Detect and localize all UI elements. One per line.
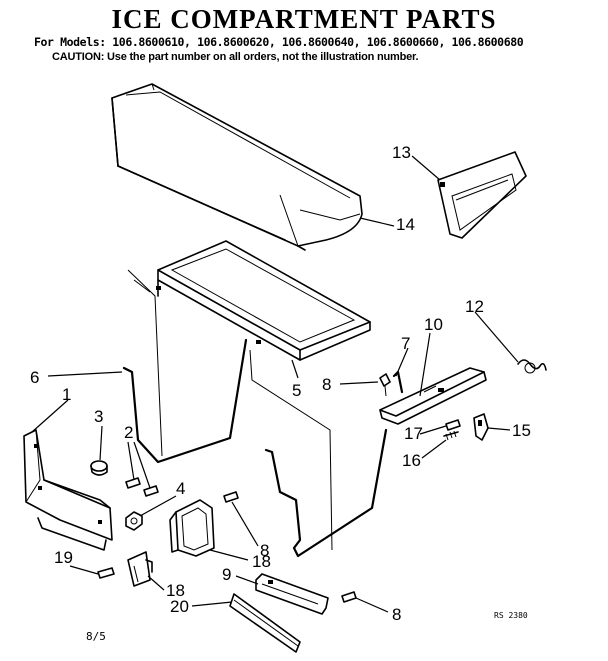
footer-left-code: 8/5 <box>86 630 106 643</box>
spring-part-14 <box>517 359 547 374</box>
rod-right <box>264 428 388 558</box>
panel-part-15 <box>437 151 527 239</box>
diagram-title: ICE COMPARTMENT PARTS <box>111 4 497 34</box>
pin-part-13 <box>445 419 461 431</box>
caution-line: CAUTION: Use the part number on all orde… <box>52 51 419 63</box>
models-line: For Models: 106.8600610, 106.8600620, 10… <box>34 35 524 49</box>
label-3: 3 <box>94 407 103 426</box>
label-17: 18 <box>252 552 271 571</box>
divider-wall <box>127 269 333 551</box>
ice-bin-part-16 <box>111 83 363 251</box>
screw-part-19 <box>97 567 115 579</box>
leader-lines <box>31 155 519 613</box>
bar-part-9 <box>255 573 329 615</box>
label-9: 9 <box>222 565 231 584</box>
label-14: 12 <box>465 297 484 316</box>
label-8-a: 8 <box>322 375 331 394</box>
label-18: 18 <box>166 581 185 600</box>
label-19: 19 <box>54 548 73 567</box>
label-2: 2 <box>124 423 133 442</box>
label-15: 13 <box>392 143 411 162</box>
label-20: 20 <box>170 597 189 616</box>
part-number-labels: 13 14 12 10 7 8 5 6 1 3 2 4 17 15 16 8 1… <box>30 143 531 624</box>
label-13: 17 <box>404 424 423 443</box>
screw-part-8-bottom <box>341 591 357 603</box>
shelf-part-5 <box>156 240 371 361</box>
bracket-part-1 <box>23 429 113 551</box>
bracket-part-10 <box>379 367 487 425</box>
label-8-b: 8 <box>260 541 269 560</box>
label-11: 15 <box>512 421 531 440</box>
housing-part-17 <box>169 499 215 557</box>
label-10: 10 <box>424 315 443 334</box>
grommet-part-3 <box>90 460 108 476</box>
label-5: 5 <box>292 381 301 400</box>
label-7: 7 <box>401 334 410 353</box>
label-1: 1 <box>62 385 71 404</box>
label-4: 4 <box>176 479 185 498</box>
label-6: 6 <box>30 368 39 387</box>
screw-part-12 <box>443 430 459 441</box>
footer-right-code: RS 2380 <box>494 611 528 620</box>
switch-part-18 <box>127 551 153 587</box>
screws-part-2 <box>125 477 159 497</box>
latch-part-11 <box>473 413 489 441</box>
label-12: 16 <box>402 451 421 470</box>
screw-part-8-top <box>379 373 391 397</box>
screw-part-8-mid <box>223 491 239 503</box>
label-8-c: 8 <box>392 605 401 624</box>
label-16: 14 <box>396 215 415 234</box>
rod-part-6 <box>122 338 248 464</box>
nut-part-4 <box>125 511 143 531</box>
